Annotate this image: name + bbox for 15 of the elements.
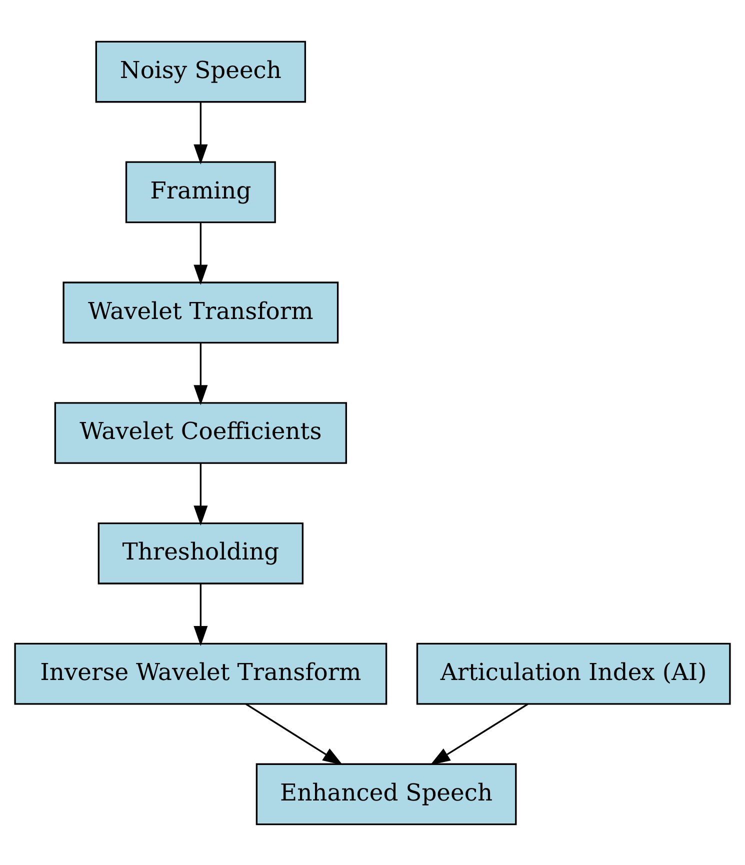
- arrow: [194, 342, 208, 405]
- arrow: [194, 463, 208, 526]
- node-box: Inverse Wavelet Transform: [14, 642, 388, 704]
- node-box: Wavelet Transform: [62, 281, 339, 344]
- node-box: Articulation Index (AI): [416, 642, 731, 704]
- arrow: [194, 222, 208, 284]
- node-box: Wavelet Coefficients: [54, 402, 347, 464]
- arrow: [430, 702, 528, 765]
- node-box: Framing: [125, 160, 276, 223]
- node-box: Thresholding: [98, 522, 304, 584]
- arrow: [194, 102, 208, 164]
- node-box: Enhanced Speech: [256, 762, 517, 825]
- node-box: Noisy Speech: [95, 40, 306, 102]
- arrow: [194, 584, 208, 646]
- arrow: [246, 702, 343, 765]
